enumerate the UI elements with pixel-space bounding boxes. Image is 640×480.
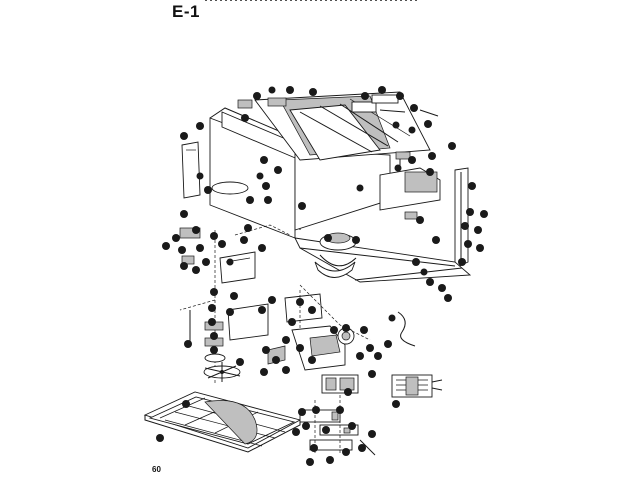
fan-blade [203, 362, 241, 382]
transformer [391, 374, 443, 398]
part-callouts [156, 86, 488, 466]
middle-assembly [189, 290, 323, 385]
top-parts [237, 94, 439, 220]
base-tray [143, 391, 302, 453]
section-label: E-1 [172, 2, 200, 21]
page-number: 60 [152, 465, 161, 474]
